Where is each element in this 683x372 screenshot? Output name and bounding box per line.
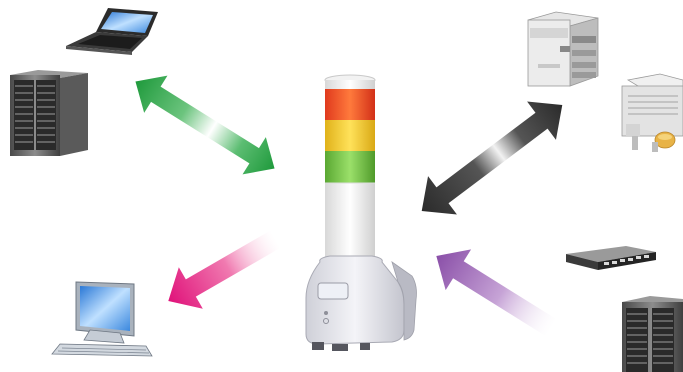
tower-base bbox=[305, 255, 417, 351]
server-rack-right-icon bbox=[622, 296, 683, 372]
purple-incoming-arrow bbox=[436, 249, 557, 337]
black-bidirectional-arrow bbox=[421, 101, 563, 215]
laptop-icon bbox=[66, 8, 158, 55]
signal-tower bbox=[305, 74, 417, 351]
network-switch-icon bbox=[566, 246, 656, 270]
green-lamp bbox=[325, 151, 375, 183]
green-bidirectional-arrow bbox=[135, 75, 275, 175]
pink-outgoing-arrow bbox=[168, 230, 281, 309]
desktop-monitor-icon bbox=[51, 281, 153, 357]
projector-icon bbox=[621, 73, 683, 152]
red-lamp bbox=[325, 89, 375, 120]
white-lamp bbox=[325, 183, 375, 263]
yellow-lamp bbox=[325, 120, 375, 151]
server-rack-left-icon bbox=[10, 70, 88, 156]
printer-icon bbox=[527, 11, 599, 87]
